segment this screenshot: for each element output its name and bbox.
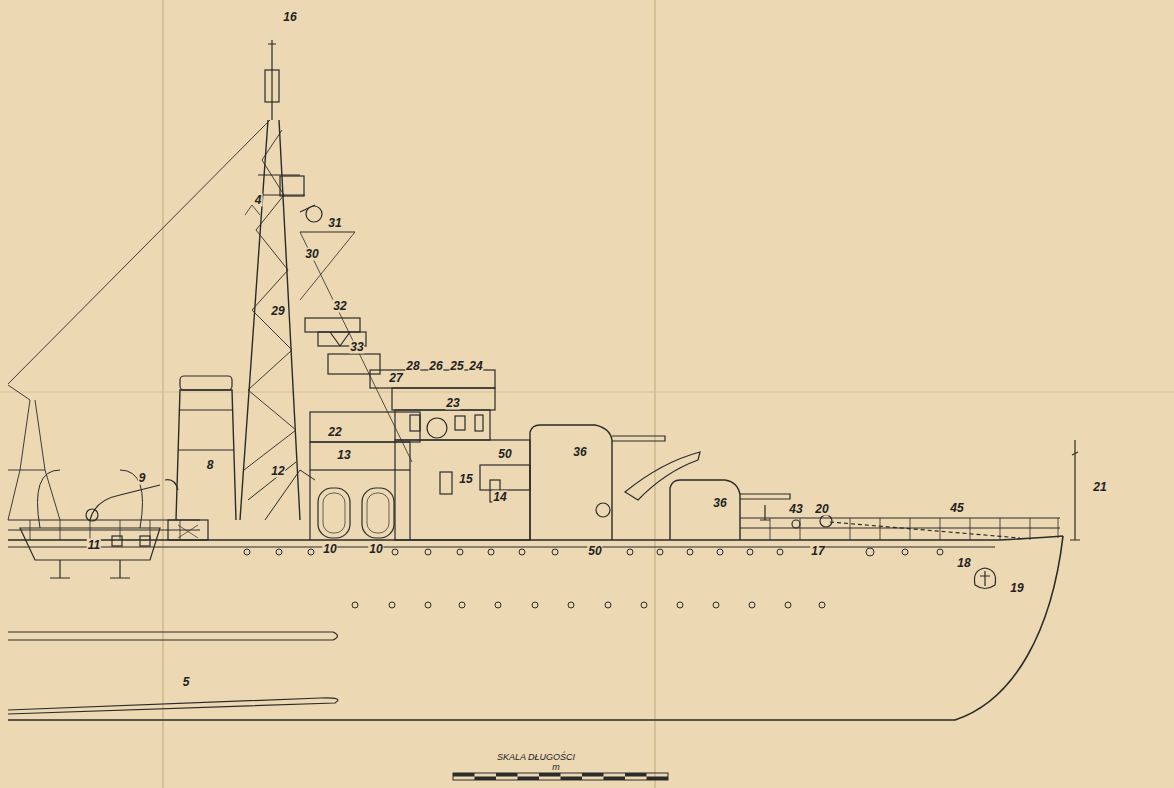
scale-unit: m [551,762,561,772]
callout-number: 15 [458,473,473,486]
callout-number: 45 [949,502,964,515]
callout-number: 29 [270,305,285,318]
callout-number: 28 [405,360,420,373]
callout-number: 8 [206,459,215,472]
callout-number: 30 [304,248,319,261]
scale-label: SKALA DŁUGOŚCI [496,752,576,762]
callout-number: 21 [1092,481,1107,494]
callout-number: 9 [138,472,147,485]
callout-number: 32 [332,300,347,313]
callout-number: 26 [428,360,443,373]
callout-number: 13 [336,449,351,462]
callout-number: 19 [1009,582,1024,595]
callout-number: 10 [368,543,383,556]
callout-number: 14 [492,491,507,504]
callout-number: 27 [388,372,403,385]
callout-number: 36 [572,446,587,459]
callout-number: 4 [254,194,263,207]
callout-number: 5 [182,676,191,689]
callout-number: 11 [87,539,101,552]
callout-number: 20 [814,503,829,516]
callout-number: 18 [956,557,971,570]
callout-number: 25 [449,360,464,373]
callout-number: 17 [810,545,825,558]
callout-number: 50 [587,545,602,558]
callout-number: 16 [282,11,297,24]
callout-number: 22 [327,426,342,439]
callout-number: 31 [327,217,342,230]
callout-number: 24 [468,360,483,373]
callout-number: 33 [349,341,364,354]
callout-number: 50 [497,448,512,461]
callout-number: 36 [712,497,727,510]
callout-number: 23 [445,397,460,410]
callout-number: 12 [270,465,285,478]
callout-number: 43 [788,503,803,516]
callout-number: 10 [322,543,337,556]
